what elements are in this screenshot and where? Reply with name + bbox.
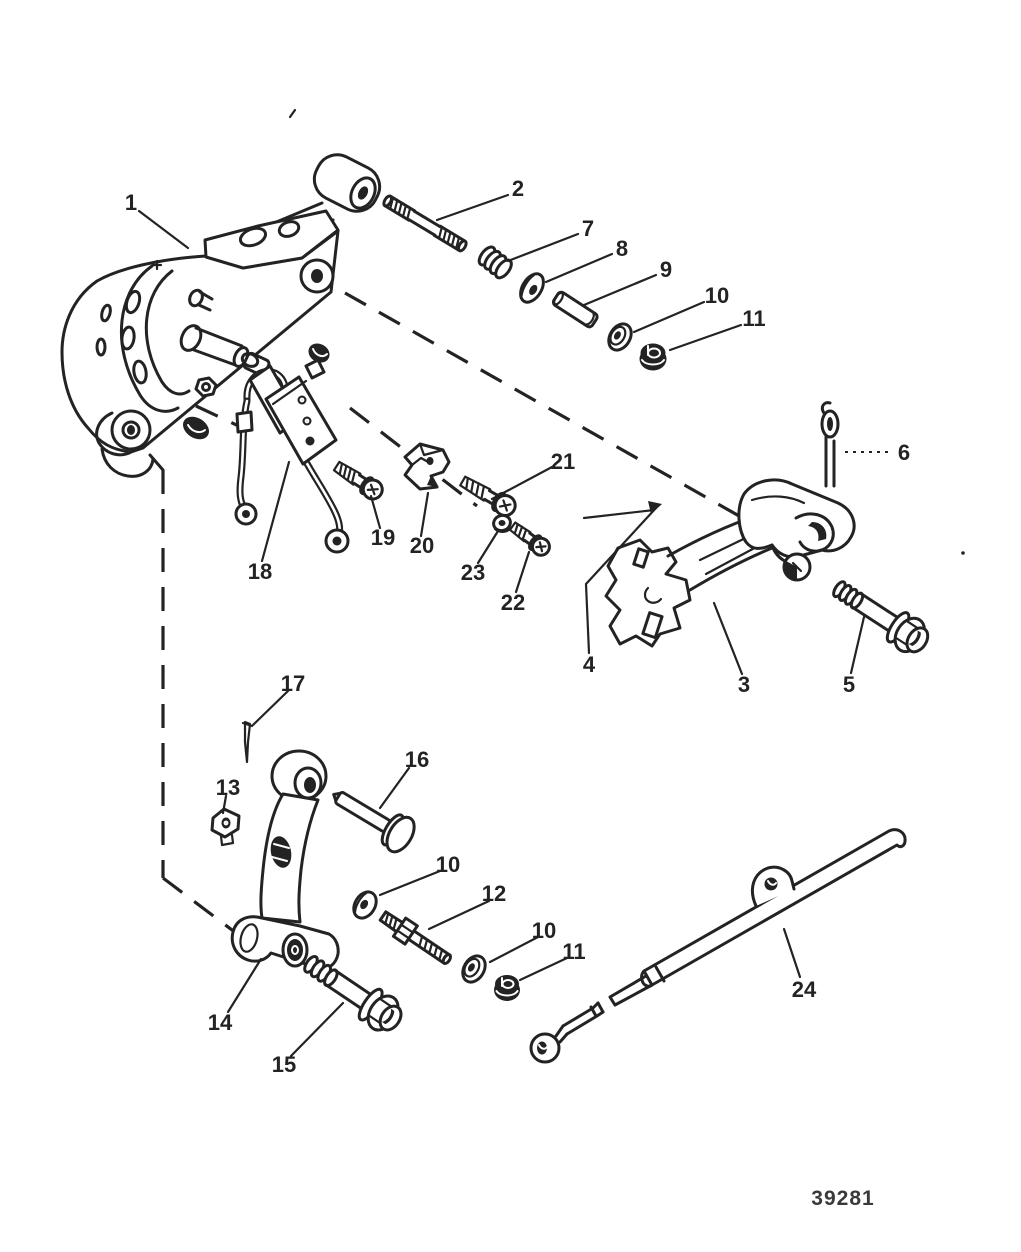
callout-10-top: 10 — [705, 283, 729, 308]
part-pin-9 — [551, 290, 599, 329]
axis-line-main — [344, 291, 749, 523]
callout-4-pointer — [582, 501, 662, 655]
callout-11-top: 11 — [742, 306, 765, 331]
callout-4: 4 — [583, 652, 596, 677]
part-nut-11-bottom — [494, 975, 520, 1001]
callout-15: 15 — [272, 1052, 296, 1077]
callout-14: 14 — [208, 1010, 233, 1035]
callout-10-mid: 10 — [436, 852, 460, 877]
part-stud-2 — [382, 194, 468, 253]
part-shift-cable-24 — [529, 828, 907, 1064]
part-switch-assembly-18 — [234, 343, 350, 554]
callout-12: 12 — [482, 881, 506, 906]
callout-21: 21 — [551, 449, 575, 474]
part-nut-11-top — [639, 343, 667, 371]
leader-5 — [849, 615, 866, 675]
part-bolt-15 — [303, 954, 403, 1032]
axis-line-diagonal — [162, 876, 241, 938]
callout-1: 1 — [125, 190, 137, 215]
part-washer-10-top — [607, 322, 633, 352]
leader-1 — [137, 209, 190, 250]
leader-9 — [582, 273, 658, 307]
leader-15 — [289, 1001, 345, 1058]
leader-7 — [506, 232, 580, 263]
callout-23: 23 — [461, 560, 485, 585]
leader-16 — [378, 766, 411, 810]
callout-17: 17 — [281, 671, 305, 696]
leader-22 — [514, 550, 531, 594]
part-washer-10-mid — [352, 890, 378, 920]
part-stud-12 — [378, 910, 452, 965]
callout-labels: 1 2 7 8 9 10 11 6 21 19 20 23 22 18 4 3 … — [125, 176, 910, 1077]
part-spring-7 — [477, 245, 513, 280]
part-washer-10-bottom — [461, 954, 487, 984]
part-bolt-5 — [832, 580, 930, 654]
callout-13: 13 — [216, 775, 240, 800]
leader-10-mid — [378, 869, 442, 897]
leader-11-bottom — [518, 956, 569, 982]
callout-20: 20 — [410, 533, 434, 558]
callout-11-bottom: 11 — [562, 939, 585, 964]
part-clevis-pin-16 — [332, 791, 416, 854]
part-screw-19 — [332, 460, 384, 501]
leader-11-top — [668, 323, 743, 352]
callout-2: 2 — [512, 176, 524, 201]
part-plug-13 — [210, 807, 241, 847]
callout-7: 7 — [582, 216, 594, 241]
callout-leaders — [137, 193, 893, 1058]
part-screw-22 — [508, 521, 551, 557]
callout-9: 9 — [660, 257, 672, 282]
callout-24: 24 — [792, 977, 817, 1002]
leader-18 — [260, 460, 291, 563]
leader-3 — [712, 601, 744, 676]
part-cotter-pin-6 — [820, 401, 840, 488]
part-shift-plate-1 — [60, 153, 382, 478]
print-specks — [288, 108, 965, 555]
leader-12 — [427, 899, 491, 931]
callout-8: 8 — [616, 236, 628, 261]
leader-10-bottom — [488, 935, 540, 964]
leader-13 — [221, 794, 228, 815]
part-screw-21 — [459, 475, 517, 517]
callout-6: 6 — [898, 440, 910, 465]
callout-22: 22 — [501, 590, 525, 615]
leader-8 — [544, 252, 614, 284]
leader-14 — [226, 957, 263, 1014]
leader-10-top — [632, 300, 706, 334]
leader-2 — [435, 193, 510, 222]
callout-18: 18 — [248, 559, 272, 584]
drawing-number: 39281 — [811, 1187, 874, 1210]
part-pin-17 — [241, 720, 254, 764]
callout-19: 19 — [371, 525, 395, 550]
callout-3: 3 — [738, 672, 750, 697]
leader-21 — [490, 465, 554, 501]
part-washer-8 — [519, 272, 545, 304]
leader-24 — [782, 927, 802, 979]
leader-17 — [251, 689, 290, 727]
leader-23 — [476, 529, 500, 565]
leader-19 — [369, 494, 382, 530]
callout-5: 5 — [843, 672, 855, 697]
part-shift-lever-bracket-3 — [604, 478, 856, 648]
part-clamp-block-20 — [403, 442, 451, 491]
part-lever-arm-14 — [230, 749, 340, 971]
leader-20 — [419, 491, 430, 538]
callout-10-bottom: 10 — [532, 918, 556, 943]
callout-16: 16 — [405, 747, 429, 772]
